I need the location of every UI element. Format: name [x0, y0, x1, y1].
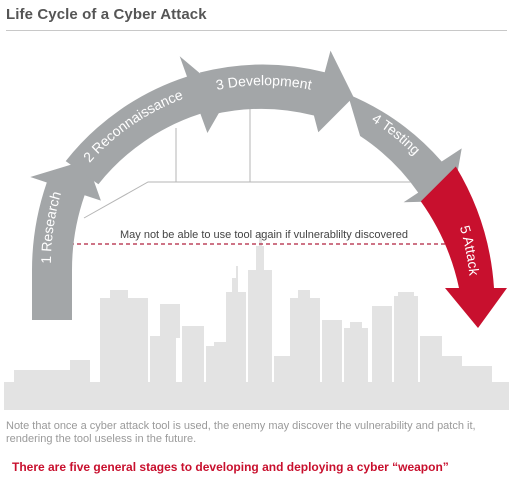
footnote-text: Note that once a cyber attack tool is us… [6, 420, 476, 445]
skyline-building [462, 366, 492, 384]
skyline-building [182, 326, 204, 384]
skyline-building [394, 296, 418, 384]
skyline-building [214, 342, 230, 348]
skyline-building [70, 360, 90, 384]
stage-label-development: 3 Development [214, 72, 313, 93]
skyline-building [420, 336, 442, 384]
skyline-building [14, 370, 84, 384]
lifecycle-arrow-attack: 5 Attack [420, 166, 507, 328]
lifecycle-arrow-research: 1 Research [30, 160, 101, 320]
vulnerability-annotation: May not be able to use tool again if vul… [120, 229, 408, 241]
stage-connector-lines [83, 104, 420, 219]
skyline-building [344, 328, 368, 384]
skyline-building [248, 270, 272, 384]
skyline-building [398, 292, 414, 298]
page-title: Life Cycle of a Cyber Attack [6, 6, 207, 23]
lifecycle-arrow-development: 3 Development [199, 50, 354, 133]
skyline-building [298, 290, 310, 300]
skyline-building [322, 320, 342, 384]
skyline-building [440, 356, 462, 384]
skyline-building [226, 292, 246, 384]
skyline-building [259, 232, 262, 248]
skyline-building [100, 298, 148, 384]
skyline-building [160, 304, 180, 338]
skyline-building [110, 290, 128, 300]
skyline-building [256, 246, 264, 272]
skyline-building [372, 306, 392, 384]
title-divider [6, 30, 507, 31]
skyline-building [232, 278, 238, 294]
skyline-building [236, 266, 238, 280]
figure-caption: There are five general stages to develop… [12, 460, 449, 474]
skyline-building [290, 298, 320, 384]
skyline-building [350, 322, 362, 330]
skyline-building [150, 336, 176, 384]
skyline-building [4, 382, 509, 410]
city-skyline [4, 232, 509, 410]
